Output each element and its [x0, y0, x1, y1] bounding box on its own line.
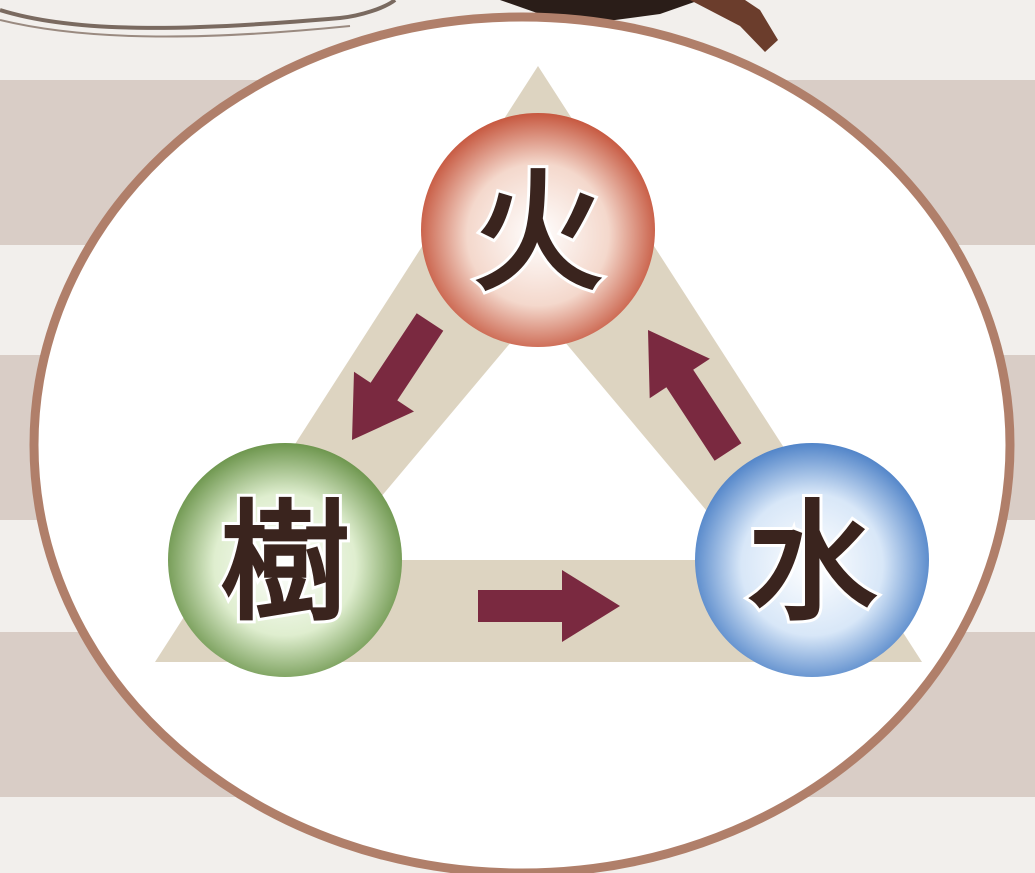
- arrow-tree-to-water: [478, 570, 620, 642]
- brush-stroke: [0, 19, 351, 38]
- fire-circle: [421, 113, 655, 347]
- triangle-inner: [328, 310, 748, 560]
- tree-circle: [168, 443, 402, 677]
- arrow-water-to-fire: [648, 330, 742, 461]
- hair-silhouette: [500, 0, 700, 22]
- node-fire: 火: [421, 113, 655, 347]
- tree-label: 樹: [220, 487, 350, 639]
- arrow-fire-to-tree: [352, 313, 444, 440]
- node-tree: 樹: [168, 443, 402, 677]
- cycle-arrows: [352, 313, 742, 642]
- water-label: 水: [747, 487, 878, 639]
- brush-stroke: [0, 0, 397, 30]
- water-circle: [695, 443, 929, 677]
- sleeve-shape: [690, 0, 778, 52]
- node-water: 水: [695, 443, 929, 677]
- fire-label: 火: [473, 157, 603, 309]
- top-brush-strokes: [0, 0, 778, 52]
